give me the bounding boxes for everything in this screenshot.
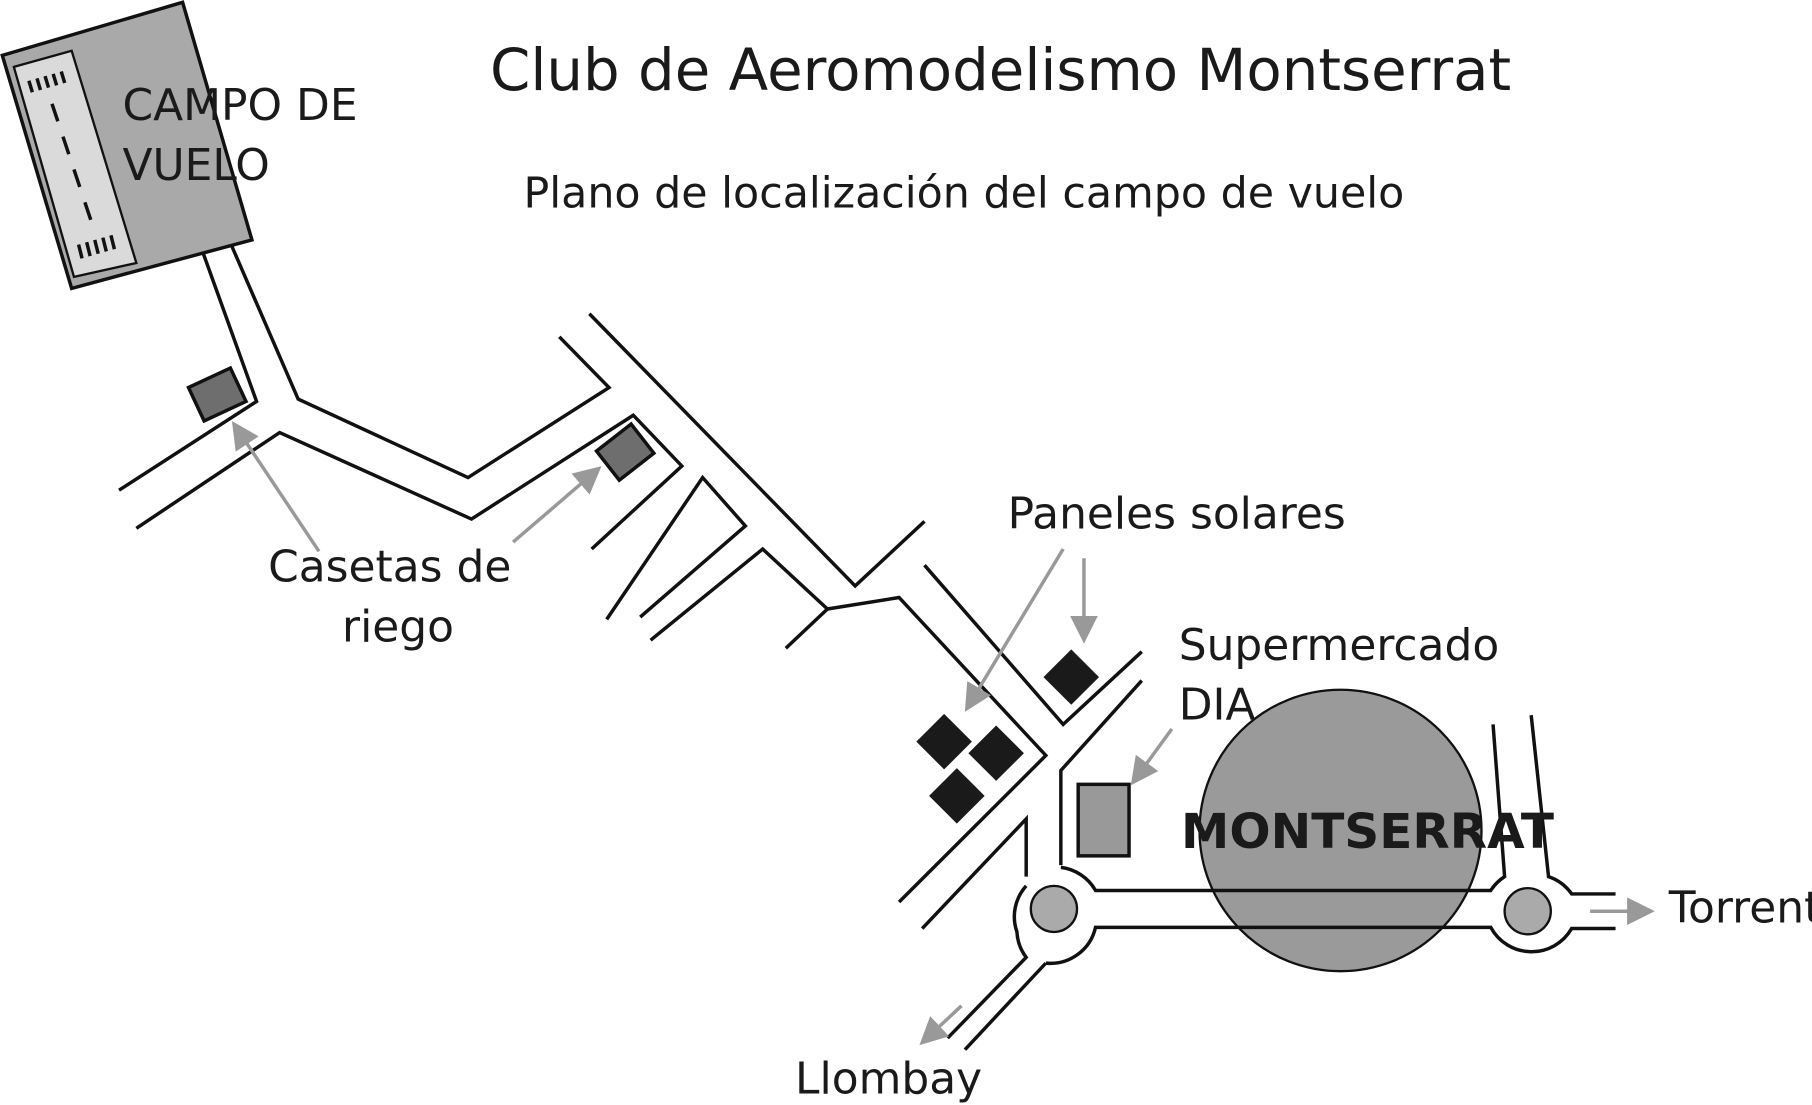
montserrat-town-area [1198, 688, 1483, 973]
roundabout-east [1503, 886, 1552, 936]
sheds-label: Casetas de [268, 541, 511, 592]
supermarket-label: DIA [1179, 680, 1256, 731]
solar-panels [916, 649, 1100, 824]
torrent-label: Torrent [1668, 883, 1812, 934]
supermarket-label: Supermercado [1179, 620, 1499, 671]
map-title: Club de Aeromodelismo Montserrat [490, 36, 1511, 104]
llombay-label: Llombay [795, 1054, 982, 1105]
field-label: CAMPO DE [122, 80, 357, 131]
town-label: MONTSERRAT [1181, 804, 1554, 860]
pointer-arrows [231, 421, 1655, 1046]
map-subtitle: Plano de localización del campo de vuelo [523, 169, 1404, 219]
irrigation-shed [186, 365, 249, 424]
irrigation-shed [594, 421, 657, 483]
flying-field [0, 0, 255, 291]
roundabout-west [1029, 884, 1079, 934]
field-label: VUELO [122, 140, 269, 191]
sheds-label: riego [342, 601, 454, 652]
solar-label: Paneles solares [1008, 488, 1346, 539]
supermarket-building [1076, 782, 1131, 858]
